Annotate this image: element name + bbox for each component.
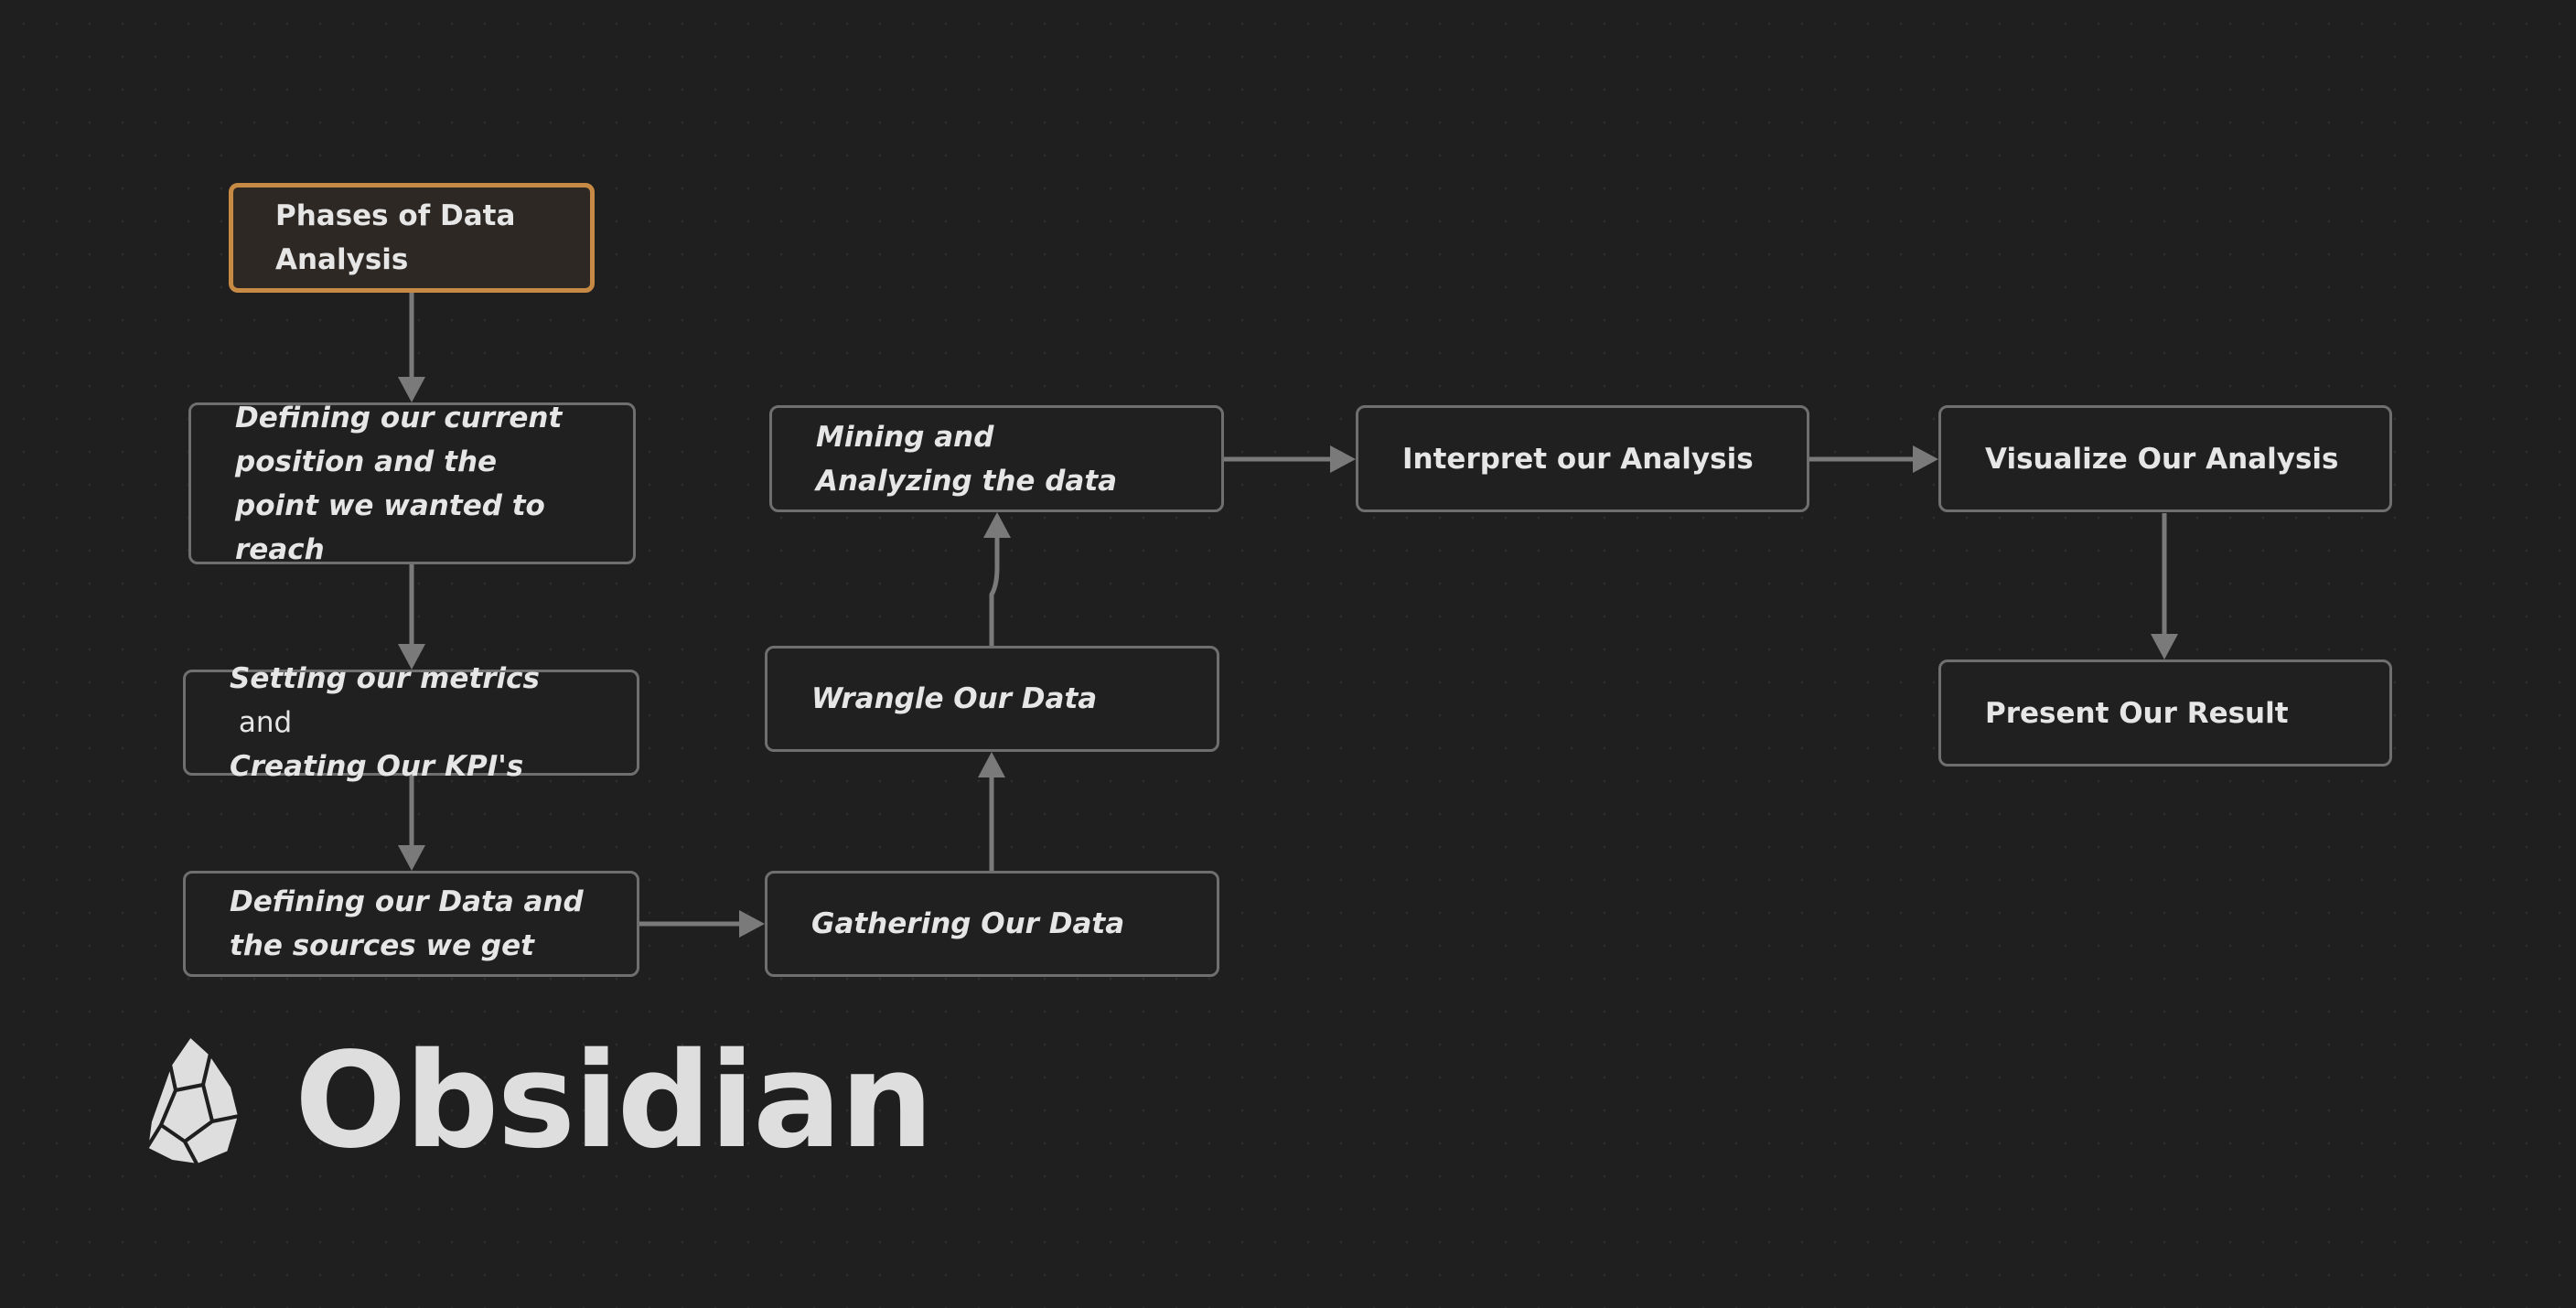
node-present-result[interactable]: Present Our Result [1938, 659, 2392, 767]
arrowhead-icon [2151, 634, 2178, 659]
obsidian-logo-icon [145, 1034, 242, 1167]
node-label: Defining our current position and the po… [235, 401, 563, 566]
edge-wrangle-to-mining[interactable] [989, 538, 1000, 646]
arrowhead-icon [398, 845, 425, 871]
node-label: Interpret our Analysis [1402, 442, 1754, 476]
arrowhead-icon [1330, 445, 1356, 473]
arrowhead-icon [978, 752, 1005, 777]
node-setting-metrics[interactable]: Setting our metrics and Creating Our KPI… [183, 662, 639, 783]
node-label-part: and [230, 706, 302, 739]
node-label: Present Our Result [1985, 696, 2289, 730]
node-mining-analyzing[interactable]: Mining and Analyzing the data [769, 405, 1224, 512]
arrowhead-icon [739, 910, 765, 938]
node-label: Defining our Data and the sources we get [230, 885, 584, 962]
brand-name: Obsidian [295, 1024, 934, 1177]
node-label: Phases of Data Analysis [275, 199, 516, 276]
node-wrangle-data[interactable]: Wrangle Our Data [765, 646, 1219, 752]
node-visualize-analysis[interactable]: Visualize Our Analysis [1938, 405, 2392, 512]
node-label: Gathering Our Data [811, 907, 1125, 940]
arrowhead-icon [398, 377, 425, 402]
arrowhead-icon [983, 512, 1011, 538]
node-phases-of-data-analysis[interactable]: Phases of Data Analysis [229, 183, 595, 293]
node-label: Setting our metrics and Creating Our KPI… [230, 657, 593, 788]
node-label: Wrangle Our Data [811, 682, 1098, 715]
brand: Obsidian [145, 1024, 934, 1177]
arrowhead-icon [1913, 445, 1938, 473]
node-label-part: Creating Our KPI's [230, 750, 524, 783]
node-label-part: Setting our metrics [230, 662, 541, 695]
node-defining-position[interactable]: Defining our current position and the po… [188, 402, 636, 566]
arrowhead-icon [398, 644, 425, 670]
node-label: Visualize Our Analysis [1985, 442, 2339, 476]
node-interpret-analysis[interactable]: Interpret our Analysis [1356, 405, 1809, 512]
node-defining-data-sources[interactable]: Defining our Data and the sources we get [183, 871, 639, 977]
node-gathering-data[interactable]: Gathering Our Data [765, 871, 1219, 977]
node-label: Mining and Analyzing the data [816, 420, 1118, 498]
